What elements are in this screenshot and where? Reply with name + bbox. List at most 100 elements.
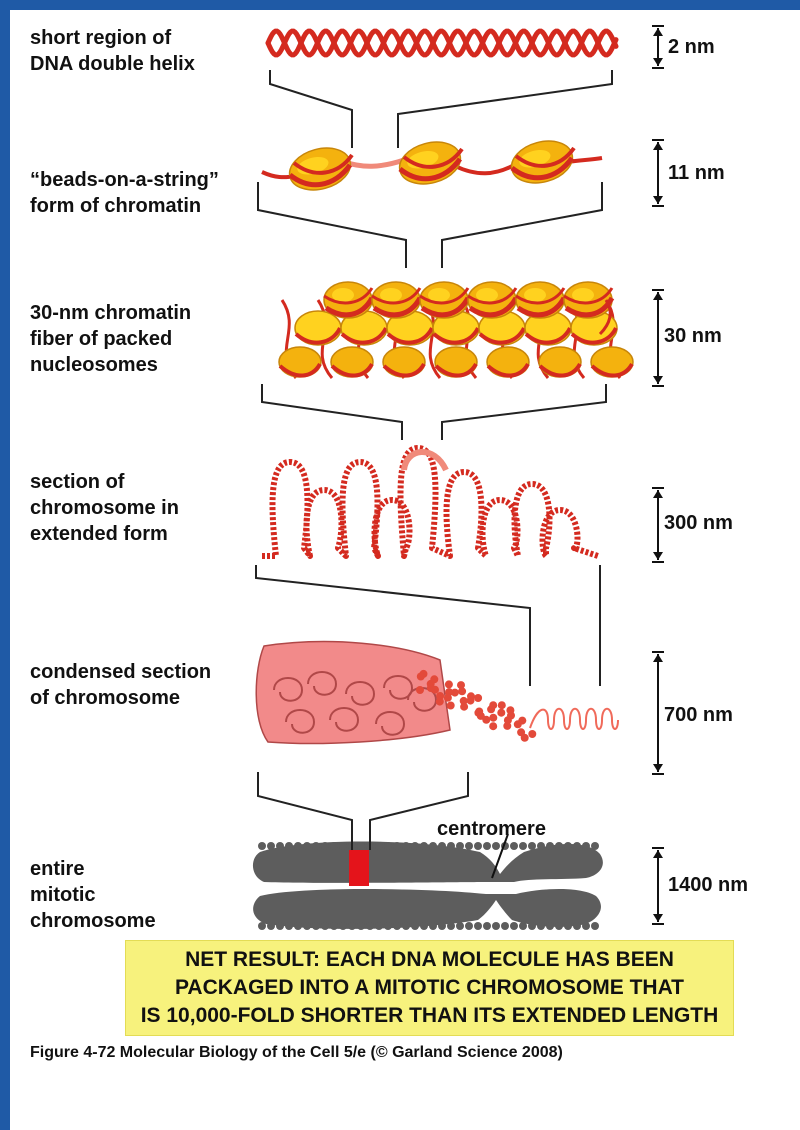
chromatid-edge-bump bbox=[546, 842, 554, 850]
scale-label-2nm: 2 nm bbox=[668, 36, 715, 59]
chromatid-edge-bump bbox=[402, 922, 410, 930]
chromatin-bead bbox=[416, 686, 424, 694]
scale-bar-arrow bbox=[653, 196, 663, 204]
chromatid-edge-bump bbox=[492, 842, 500, 850]
chromatid-edge-bump bbox=[537, 922, 545, 930]
chromatid-edge-bump bbox=[258, 842, 266, 850]
chromatid-edge-bump bbox=[303, 842, 311, 850]
chromatid-edge-bump bbox=[591, 922, 599, 930]
scale-label-300nm: 300 nm bbox=[664, 512, 733, 535]
chromatid-edge-bump bbox=[537, 842, 545, 850]
chromatid-edge-bump bbox=[285, 842, 293, 850]
chromatid-edge-bump bbox=[510, 922, 518, 930]
chromatid-edge-bump bbox=[564, 922, 572, 930]
chromatin-bead bbox=[489, 714, 497, 722]
scale-bar-arrow bbox=[653, 850, 663, 858]
chromatid-edge-bump bbox=[519, 922, 527, 930]
highlighted-section bbox=[349, 850, 369, 886]
chromatin-bead bbox=[458, 687, 466, 695]
chromatid-edge-bump bbox=[357, 842, 365, 850]
chromatid-edge-bump bbox=[519, 842, 527, 850]
chromatid-edge-bump bbox=[357, 922, 365, 930]
chromatid-edge-bump bbox=[420, 842, 428, 850]
chromatid-edge-bump bbox=[312, 922, 320, 930]
chromatid-edge-bump bbox=[582, 922, 590, 930]
chromatin-bead bbox=[528, 730, 536, 738]
scale-label-11nm: 11 nm bbox=[668, 162, 725, 185]
beads-on-a-string bbox=[262, 135, 602, 197]
chromatid-edge-bump bbox=[582, 842, 590, 850]
label-condensed-section: condensed section of chromosome bbox=[30, 659, 211, 711]
chromatid-edge-bump bbox=[321, 922, 329, 930]
chromatid-edge-bump bbox=[303, 922, 311, 930]
chromatid-edge-bump bbox=[348, 922, 356, 930]
chromatid-edge-bump bbox=[393, 842, 401, 850]
chromatid-edge-bump bbox=[510, 842, 518, 850]
chromatin-bead bbox=[497, 709, 505, 717]
label-dna-helix: short region of DNA double helix bbox=[30, 25, 195, 77]
chromatid-edge-bump bbox=[429, 922, 437, 930]
scale-bar-arrow bbox=[653, 914, 663, 922]
scale-bar-arrow bbox=[653, 376, 663, 384]
chromatid-edge-bump bbox=[528, 922, 536, 930]
chromatin-bead bbox=[518, 717, 526, 725]
chromatid-edge-bump bbox=[465, 922, 473, 930]
chromatid-edge-bump bbox=[465, 842, 473, 850]
chromatin-loop bbox=[262, 448, 598, 556]
extended-fiber-tail bbox=[530, 709, 618, 729]
centromere-label: centromere bbox=[437, 818, 546, 841]
scale-label-1400nm: 1400 nm bbox=[668, 874, 748, 897]
connector-line bbox=[398, 70, 612, 148]
chromatin-bead bbox=[427, 684, 435, 692]
nucleosome-highlight bbox=[476, 288, 498, 302]
connector-line bbox=[442, 182, 602, 268]
scale-bar-arrow bbox=[653, 58, 663, 66]
chromatid-edge-bump bbox=[591, 842, 599, 850]
chromatid-edge-bump bbox=[447, 842, 455, 850]
chromatid-edge-bump bbox=[330, 842, 338, 850]
scale-label-700nm: 700 nm bbox=[664, 704, 733, 727]
chromatid-edge-bump bbox=[564, 842, 572, 850]
chromatid-edge-bump bbox=[258, 922, 266, 930]
chromatin-bead bbox=[498, 701, 506, 709]
chromatid-edge-bump bbox=[375, 922, 383, 930]
linker-dna bbox=[345, 160, 404, 166]
linker-dna bbox=[455, 164, 516, 173]
chromatin-bead bbox=[474, 694, 482, 702]
chromatid-edge-bump bbox=[447, 922, 455, 930]
chromatid-edge-bump bbox=[438, 922, 446, 930]
chromatid-edge-bump bbox=[267, 842, 275, 850]
chromatid-edge-bump bbox=[546, 922, 554, 930]
extended-chromosome-loops bbox=[262, 448, 598, 556]
nucleosome-highlight bbox=[380, 288, 402, 302]
chromatid-edge-bump bbox=[555, 922, 563, 930]
chromatin-fiber-30nm bbox=[279, 282, 633, 378]
scale-bar-arrow bbox=[653, 552, 663, 560]
chromatid-edge-bump bbox=[528, 842, 536, 850]
chromatin-bead bbox=[460, 697, 468, 705]
chromatid-edge-bump bbox=[492, 922, 500, 930]
chromatin-bead bbox=[417, 673, 425, 681]
scale-bar-arrow bbox=[653, 28, 663, 36]
scale-bars bbox=[652, 26, 664, 924]
chromatid-edge-bump bbox=[393, 922, 401, 930]
chromatin-bead bbox=[521, 734, 529, 742]
chromatid-edge-bump bbox=[312, 842, 320, 850]
chromatin-bead bbox=[503, 722, 511, 730]
chromatid-edge-bump bbox=[483, 842, 491, 850]
net-result-line-1: NET RESULT: EACH DNA MOLECULE HAS BEEN bbox=[185, 946, 674, 974]
scale-bar-arrow bbox=[653, 490, 663, 498]
nucleosome-highlight bbox=[428, 288, 450, 302]
nucleosome-highlight bbox=[524, 288, 546, 302]
chromatid-edge-bump bbox=[573, 842, 581, 850]
chromatid-edge-bump bbox=[438, 842, 446, 850]
connector-line bbox=[270, 70, 352, 148]
chromatin-bead bbox=[447, 702, 455, 710]
chromatid-edge-bump bbox=[294, 922, 302, 930]
chromatid-edge-bump bbox=[555, 842, 563, 850]
scale-bar-arrow bbox=[653, 292, 663, 300]
chromatid-edge-bump bbox=[456, 922, 464, 930]
net-result-line-3: IS 10,000-FOLD SHORTER THAN ITS EXTENDED… bbox=[141, 1002, 719, 1030]
figure-caption: Figure 4-72 Molecular Biology of the Cel… bbox=[30, 1044, 563, 1062]
